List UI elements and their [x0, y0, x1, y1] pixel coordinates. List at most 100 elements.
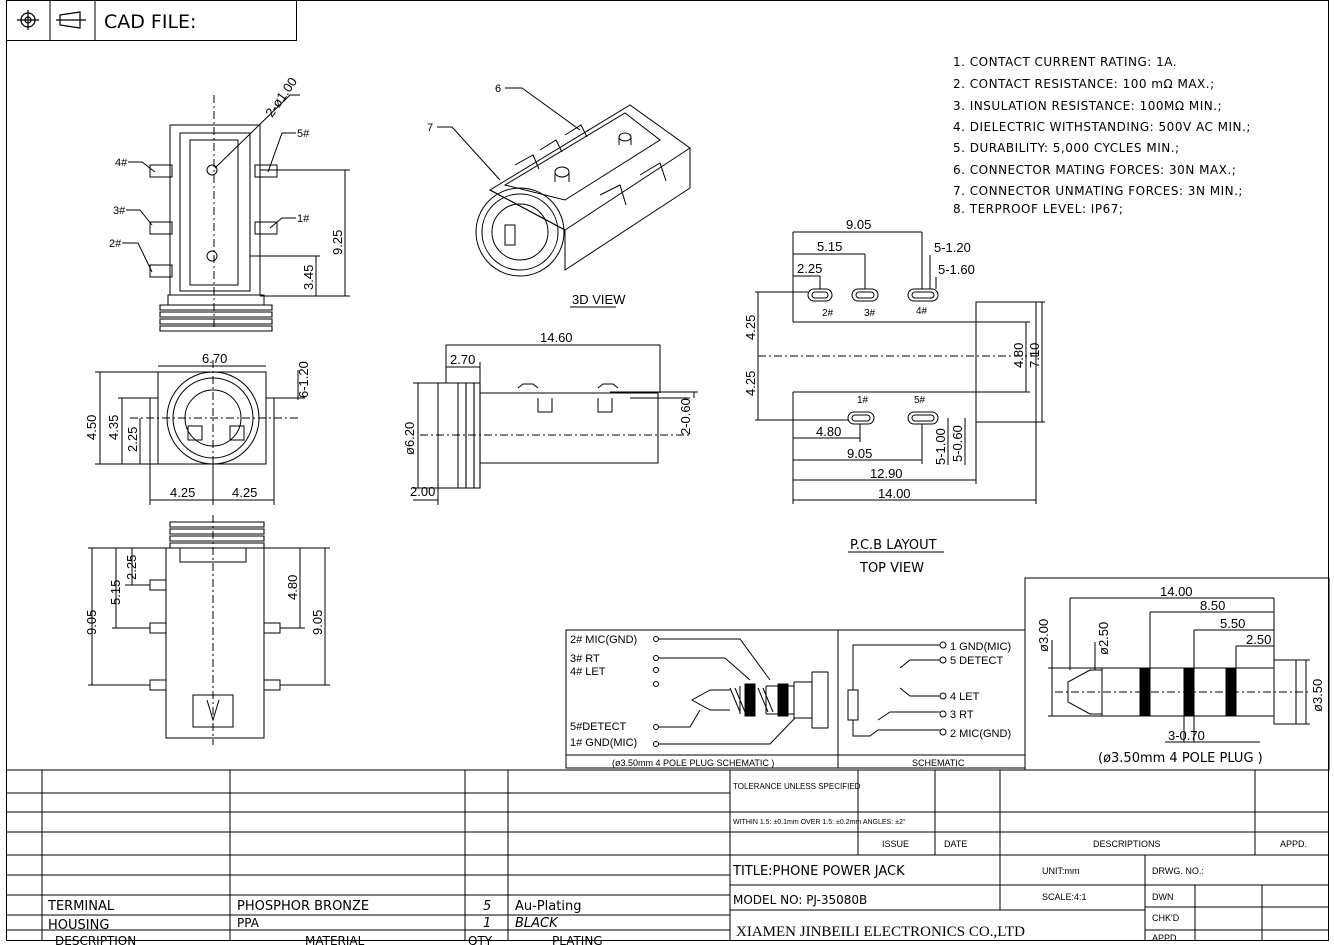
- bom-row1-plating: Au-Plating: [515, 899, 581, 914]
- company-name: XIAMEN JINBEILI ELECTRONICS CO.,LTD: [736, 924, 1025, 940]
- pcb-pin-1: 1#: [857, 395, 869, 406]
- dim-9-25: 9.25: [330, 230, 345, 255]
- sch-lbl-5: 5 DETECT: [950, 655, 1003, 667]
- plug-dim-dia-2-50: ø2.50: [1096, 622, 1111, 655]
- plug-dim-5-50: 5.50: [1220, 616, 1245, 631]
- dim-2-0-60: 2-0.60: [678, 398, 693, 435]
- pcb-dim-2-25: 2.25: [797, 261, 822, 276]
- pcb-dim-5-1-20: 5-1.20: [934, 240, 971, 255]
- pcb-layout: [755, 231, 1045, 553]
- note-7: 7. CONNECTOR UNMATING FORCES: 3N MIN.;: [953, 184, 1243, 198]
- plug-lbl-5: 5#DETECT: [570, 721, 627, 733]
- 3d-view-label: 3D VIEW: [572, 292, 626, 307]
- projection-icon: [17, 10, 39, 30]
- top-view: [122, 94, 350, 332]
- dim-6-1-20: 6-1.20: [296, 361, 311, 398]
- dim-4-50: 4.50: [84, 415, 99, 440]
- dim-2-hole: 2-ø1.00: [262, 74, 300, 119]
- pcb-dim-5-0-60: 5-0.60: [950, 425, 965, 462]
- tolerance-label: TOLERANCE UNLESS SPECIFIED: [733, 782, 861, 791]
- bom-row2-plating: BLACK: [515, 916, 559, 931]
- bom-row2-qty: 1: [483, 916, 491, 931]
- note-8: 8. TERPROOF LEVEL: IP67;: [953, 202, 1123, 216]
- pin-3-label: 3#: [113, 205, 126, 217]
- unit-label: UNIT:mm: [1042, 866, 1080, 876]
- cone-icon: [56, 11, 86, 29]
- dim-6-70: 6.70: [202, 351, 227, 366]
- within-label: WITHIN 1.5: ±0.1mm OVER 1.5: ±0.2mm ANGL…: [733, 818, 906, 826]
- sch-lbl-2: 2 MIC(GND): [950, 728, 1011, 740]
- pcb-dim-5-1-60: 5-1.60: [938, 262, 975, 277]
- bom-row1-qty: 5: [483, 899, 491, 914]
- sheet-border: [6, 0, 1329, 941]
- dim-b-9-05-right: 9.05: [310, 610, 325, 635]
- drawing-title: TITLE:PHONE POWER JACK: [732, 864, 905, 879]
- side-view: [413, 344, 698, 505]
- plug-lbl-3: 3# RT: [570, 653, 600, 665]
- pcb-dim-4-80: 4.80: [816, 424, 841, 439]
- 3d-view: [437, 87, 691, 308]
- plug-lbl-1: 1# GND(MIC): [570, 737, 637, 749]
- dim-3-45: 3.45: [301, 265, 316, 290]
- pcb-pin-5: 5#: [914, 395, 926, 406]
- note-4: 4. DIELECTRIC WITHSTANDING: 500V AC MIN.…: [953, 120, 1251, 134]
- bom-row2-desc: HOUSING: [48, 918, 109, 933]
- plug-dim-3-0-70: 3-0.70: [1168, 728, 1205, 743]
- sch-lbl-1: 1 GND(MIC): [950, 641, 1011, 653]
- note-6: 6. CONNECTOR MATING FORCES: 30N MAX.;: [953, 163, 1236, 177]
- pcb-dim-4-25-bottom: 4.25: [743, 371, 758, 396]
- dim-14-60: 14.60: [540, 330, 573, 345]
- pcb-dim-12-90: 12.90: [870, 466, 903, 481]
- pin-5-label: 5#: [297, 128, 310, 140]
- bom-header-mat: MATERIAL: [305, 934, 365, 945]
- plug-dim-dia-3-00: ø3.00: [1036, 619, 1051, 652]
- issue-label: ISSUE: [882, 839, 909, 849]
- plug-lbl-2: 2# MIC(GND): [570, 634, 637, 646]
- sch-lbl-3: 3 RT: [950, 709, 974, 721]
- pcb-dim-5-15: 5.15: [817, 239, 842, 254]
- pcb-dim-5-1-00: 5-1.00: [933, 428, 948, 465]
- dim-2-00: 2.00: [410, 484, 435, 499]
- dim-2-70: 2.70: [450, 352, 475, 367]
- bom-header-qty: QTY: [468, 934, 493, 945]
- pin-4-label: 4#: [115, 157, 128, 169]
- pcb-dim-9-05: 9.05: [846, 217, 871, 232]
- pcb-dim-4-25-top: 4.25: [743, 315, 758, 340]
- cad-file-label: CAD FILE:: [104, 11, 196, 33]
- callout-7: 7: [427, 122, 433, 134]
- appd-footer: APPD.: [1152, 933, 1179, 943]
- pin-2-label: 2#: [109, 238, 122, 250]
- plug-dim-2-50: 2.50: [1246, 632, 1271, 647]
- dim-b-5-15: 5.15: [108, 580, 123, 605]
- plug-schematic: [565, 629, 1025, 769]
- dim-4-25-left: 4.25: [170, 485, 195, 500]
- sch-lbl-4: 4 LET: [950, 691, 980, 703]
- note-1: 1. CONTACT CURRENT RATING: 1A.: [953, 55, 1177, 69]
- dim-2-25: 2.25: [125, 427, 140, 452]
- dim-b-2-25: 2.25: [124, 555, 139, 580]
- scale-label: SCALE:4:1: [1042, 892, 1087, 902]
- pcb-dim-4-80-right: 4.80: [1011, 343, 1026, 368]
- note-2: 2. CONTACT RESISTANCE: 100 mΩ MAX.;: [953, 77, 1215, 91]
- bom-header-plating: PLATING: [552, 934, 603, 945]
- pcb-pin-2: 2#: [822, 308, 834, 319]
- bom-row1-mat: PHOSPHOR BRONZE: [237, 899, 369, 914]
- pin-1-label: 1#: [297, 213, 310, 225]
- callout-6: 6: [495, 83, 501, 95]
- plug-dim-14-00: 14.00: [1160, 584, 1193, 599]
- bottom-view: [88, 515, 330, 745]
- pcb-pin-3: 3#: [864, 308, 876, 319]
- appd-header: APPD.: [1280, 839, 1307, 849]
- plug-schematic-caption: (ø3.50mm 4 POLE PLUG SCHEMATIC ): [612, 758, 774, 768]
- bom-row1-desc: TERMINAL: [47, 899, 115, 914]
- pcb-dim-9-05-bottom: 9.05: [847, 446, 872, 461]
- bom-row2-mat: PPA: [237, 916, 260, 930]
- front-view: [95, 360, 305, 505]
- plug-lbl-4: 4# LET: [570, 666, 606, 678]
- note-3: 3. INSULATION RESISTANCE: 100MΩ MIN.;: [953, 99, 1222, 113]
- dim-dia-6-20: ø6.20: [402, 422, 417, 455]
- bom-header-desc: DESCRIPTION: [55, 934, 136, 945]
- model-no: MODEL NO: PJ-35080B: [733, 893, 867, 907]
- pcb-title: P.C.B LAYOUT: [850, 538, 937, 553]
